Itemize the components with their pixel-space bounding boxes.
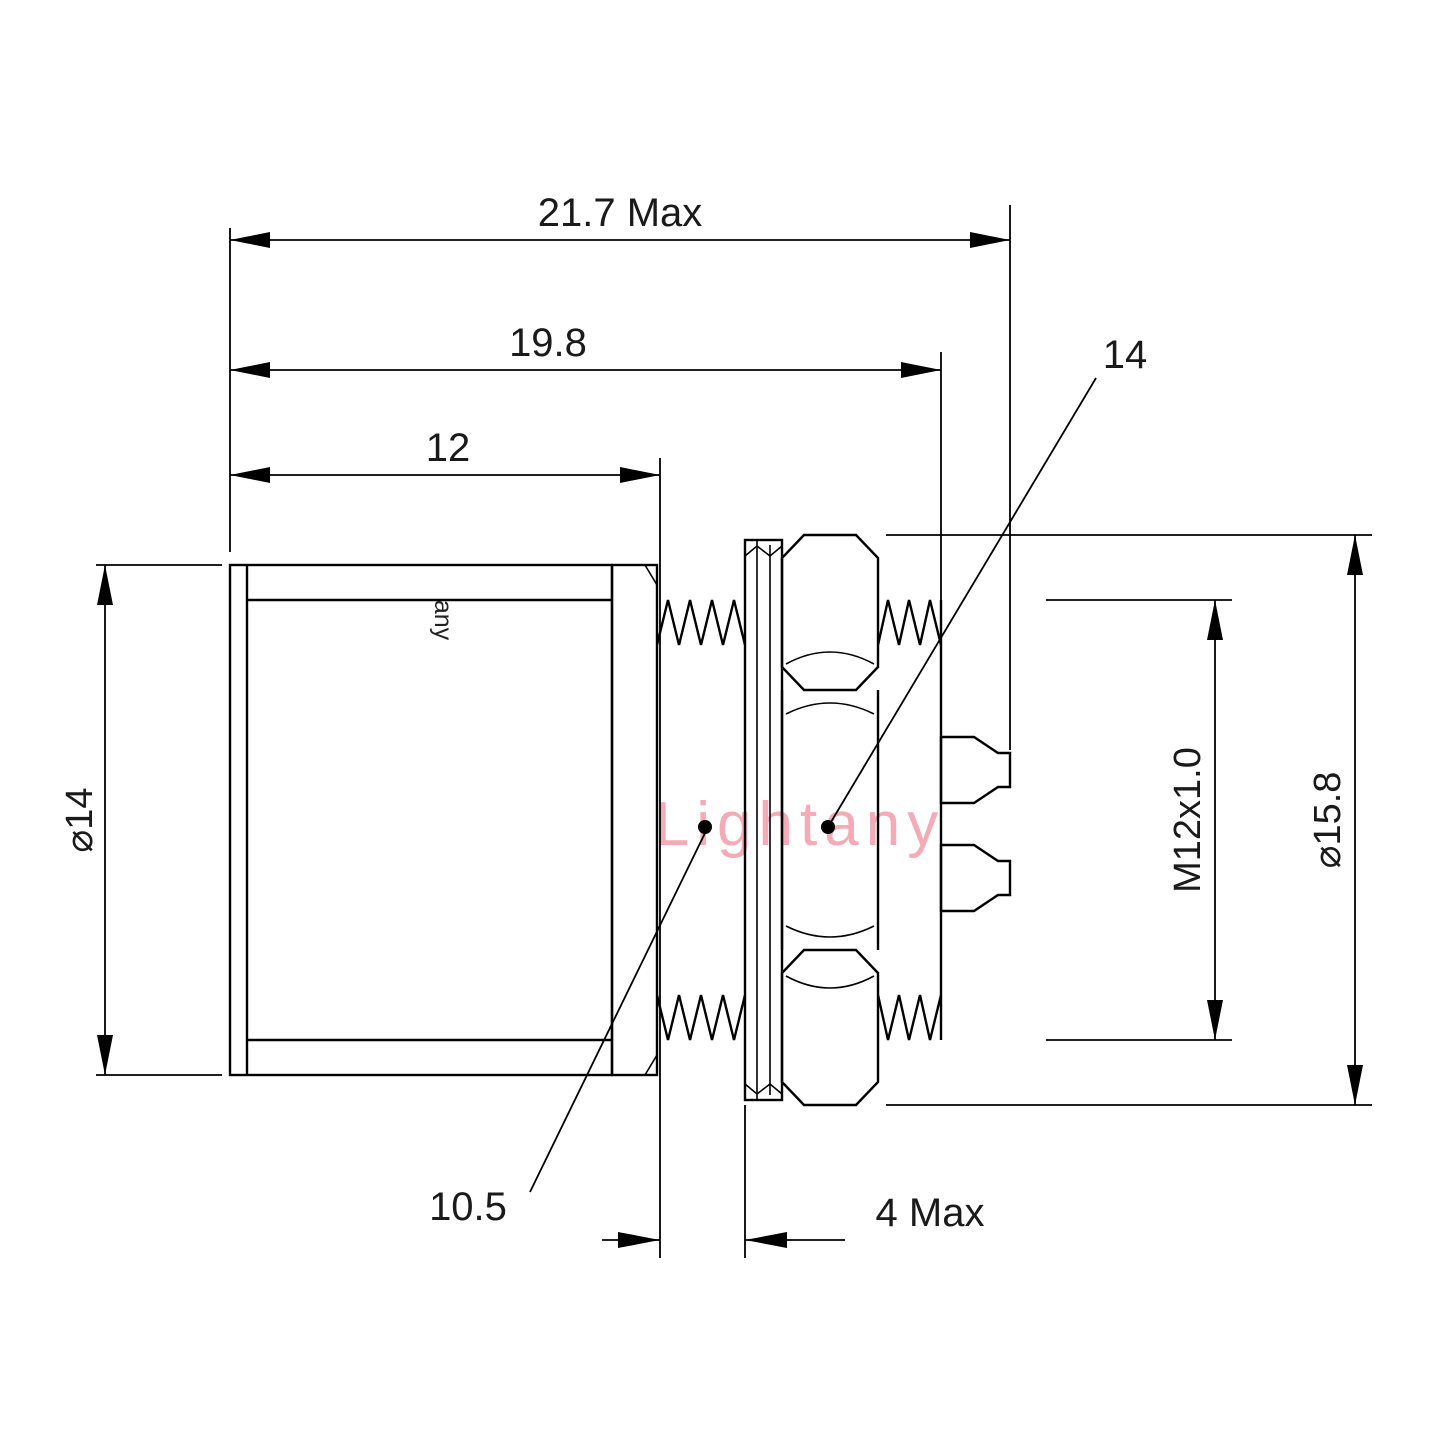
dim-label-panel-thickness: 4 Max: [876, 1191, 985, 1235]
connector-flange: [610, 563, 659, 1077]
solder-tab-lower: [939, 843, 1012, 913]
connector-body-outline: [228, 563, 614, 1077]
dimension-lines: [97, 232, 1363, 1248]
body-marking-text: any: [429, 600, 457, 641]
hex-nut-bottom-band: [780, 948, 880, 1107]
thread-profile-top-right: [876, 599, 943, 646]
hex-nut-top-band: [780, 533, 880, 692]
dim-label-body-diameter: ⌀14: [59, 787, 101, 852]
connector-drawing: any: [228, 533, 1012, 1107]
leader-line-14: [830, 377, 1097, 823]
dim-label-overall-length: 21.7 Max: [538, 191, 703, 235]
dim-label-thread-spec: M12x1.0: [1167, 747, 1209, 893]
dim-label-nut-flats: 14: [1103, 333, 1148, 377]
dimension-labels: 21.7 Max 19.8 12 14 ⌀14 M12x1.0 ⌀15.8 10…: [59, 191, 1349, 1235]
thread-profile-top-left: [655, 599, 747, 646]
extension-lines: [96, 205, 1372, 1258]
solder-tab-upper: [939, 735, 1012, 805]
leader-dot-thread: [698, 820, 712, 834]
thread-profile-bottom-left: [655, 994, 747, 1041]
dim-label-body-length: 12: [426, 426, 471, 470]
dim-label-length-to-nut: 19.8: [509, 321, 587, 365]
dim-label-nut-diameter: ⌀15.8: [1307, 772, 1349, 869]
leader-dot-nut: [821, 820, 835, 834]
leader-line-10-5: [529, 830, 707, 1193]
thread-profile-bottom-right: [876, 994, 943, 1041]
dim-label-mounting-hole: 10.5: [429, 1185, 507, 1229]
